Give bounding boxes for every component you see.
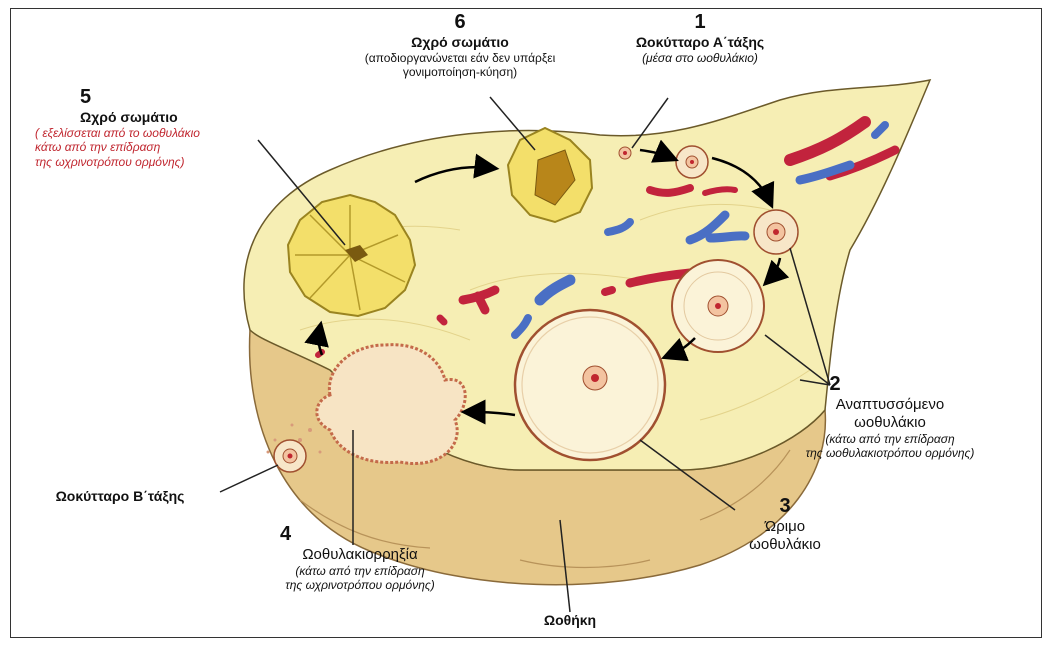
stage-4-number: 4 bbox=[280, 522, 480, 546]
stage-5-label: 5 Ωχρό σωμάτιο ( εξελίσσεται από το ωοθυ… bbox=[35, 85, 285, 169]
stage-2-number: 2 bbox=[635, 372, 1035, 396]
stage-3-label: 3 Ώριμο ωοθυλάκιο bbox=[730, 494, 840, 554]
stage-5-number: 5 bbox=[80, 85, 285, 109]
stage-6-note-2: γονιμοποίηση-κύηση) bbox=[330, 65, 590, 79]
secondary-oocyte-label: Ωοκύτταρο Β΄τάξης bbox=[20, 488, 220, 505]
stage-4-note-2: της ωχρινοτρόπου ορμόνης) bbox=[240, 578, 480, 592]
stage-5-title: Ωχρό σωμάτιο bbox=[80, 109, 285, 126]
stage-6-number: 6 bbox=[330, 10, 590, 34]
stage-1-title: Ωοκύτταρο Α΄τάξης bbox=[600, 34, 800, 51]
stage-1-note: (μέσα στο ωοθυλάκιο) bbox=[600, 51, 800, 65]
stage-4-note-1: (κάτω από την επίδραση bbox=[240, 564, 480, 578]
stage-6-title: Ωχρό σωμάτιο bbox=[330, 34, 590, 51]
stage-1-label: 1 Ωοκύτταρο Α΄τάξης (μέσα στο ωοθυλάκιο) bbox=[600, 10, 800, 65]
stage-5-note-1: ( εξελίσσεται από το ωοθυλάκιο bbox=[35, 126, 285, 140]
stage-3-title-2: ωοθυλάκιο bbox=[730, 536, 840, 554]
stage-6-note-1: (αποδιοργανώνεται εάν δεν υπάρξει bbox=[330, 51, 590, 65]
stage-2-title-2: ωοθυλάκιο bbox=[745, 414, 1035, 432]
stage-3-title-1: Ώριμο bbox=[730, 518, 840, 536]
secondary-oocyte bbox=[274, 440, 306, 472]
stage-2-label: 2 Αναπτυσσόμενο ωοθυλάκιο (κάτω από την … bbox=[745, 372, 1035, 461]
stage-2-note-2: της ωοθυλακιοτρόπου ορμόνης) bbox=[745, 446, 1035, 460]
stage-2-title-1: Αναπτυσσόμενο bbox=[745, 396, 1035, 414]
stage-5-note-3: της ωχρινοτρόπου ορμόνης) bbox=[35, 155, 285, 169]
stage-4-label: 4 Ωοθυλακιορρηξία (κάτω από την επίδραση… bbox=[240, 522, 480, 593]
stage-3-number: 3 bbox=[730, 494, 840, 518]
small-follicle bbox=[676, 146, 708, 178]
growing-follicle-small bbox=[754, 210, 798, 254]
stage-1-number: 1 bbox=[600, 10, 800, 34]
stage-2-note-1: (κάτω από την επίδραση bbox=[745, 432, 1035, 446]
stage-5-note-2: κάτω από την επίδραση bbox=[35, 140, 285, 154]
stage-6-label: 6 Ωχρό σωμάτιο (αποδιοργανώνεται εάν δεν… bbox=[330, 10, 590, 80]
ovary-label: Ωοθήκη bbox=[520, 612, 620, 629]
growing-follicle-large bbox=[672, 260, 764, 352]
stage-4-title: Ωοθυλακιορρηξία bbox=[240, 546, 480, 564]
